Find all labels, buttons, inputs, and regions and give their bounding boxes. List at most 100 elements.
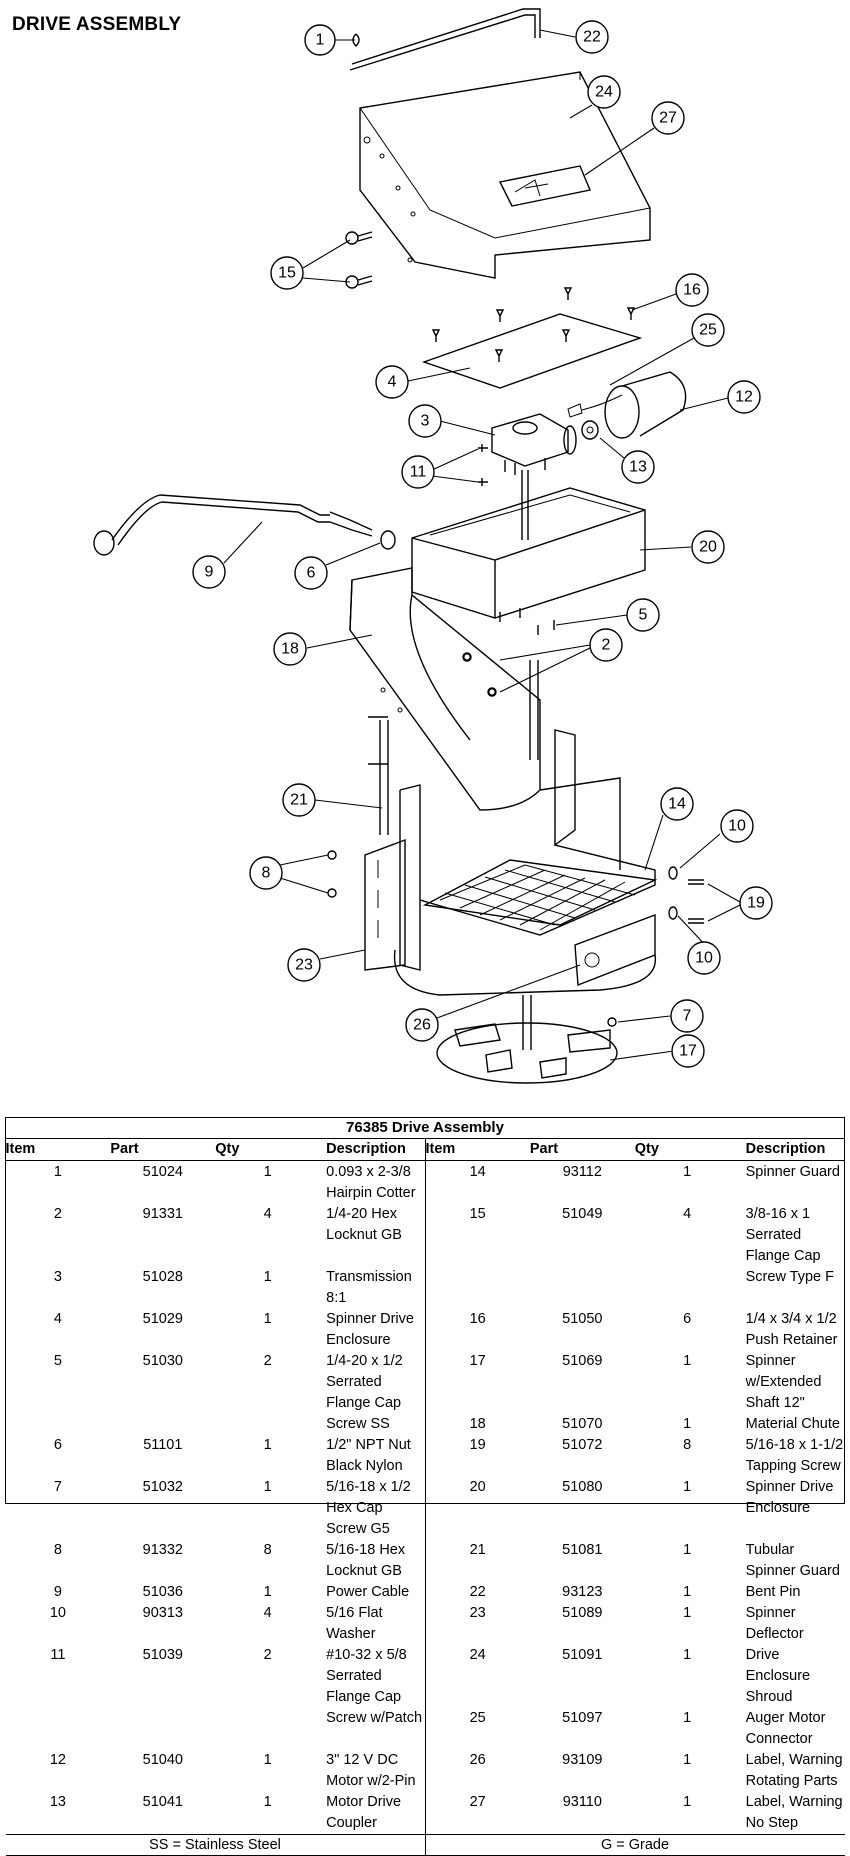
qty-cell: 8 (683, 1437, 692, 1453)
desc-cell: 5/16 Flat Washer (326, 1605, 383, 1642)
part-cell: 51091 (562, 1647, 603, 1663)
enclosure-plate-part (421, 313, 643, 389)
svg-text:21: 21 (290, 792, 308, 809)
qty-cell: 1 (263, 1311, 272, 1327)
callout-9: 9 (192, 555, 226, 589)
callout-16: 16 (675, 273, 709, 307)
transmission-part (491, 413, 599, 540)
callout-12: 12 (727, 380, 761, 414)
qty-cell: 1 (683, 1584, 692, 1600)
part-cell: 93109 (562, 1752, 603, 1768)
callout-25: 25 (691, 313, 725, 347)
table-row: Screw SS 18 51070 1 Material Chute (6, 1414, 845, 1435)
svg-text:14: 14 (668, 796, 686, 813)
svg-text:8: 8 (262, 865, 271, 882)
item-cell: 1 (53, 1164, 62, 1180)
callout-10-top: 10 (720, 809, 754, 843)
callout-4: 4 (375, 365, 409, 399)
power-cable-part (93, 494, 373, 556)
desc-cell: Spinner Drive Enclosure (745, 1479, 834, 1516)
desc-cell: 1/4 x 3/4 x 1/2 Push Retainer (745, 1311, 838, 1348)
table-footer-row: SS = Stainless Steel G = Grade (5, 1834, 845, 1856)
qty-cell: 1 (263, 1269, 272, 1285)
qty-cell: 1 (683, 1164, 692, 1180)
part-cell: 51040 (142, 1752, 183, 1768)
part-cell: 51032 (142, 1479, 183, 1495)
qty-cell: 1 (683, 1752, 692, 1768)
qty-cell: 4 (263, 1206, 272, 1222)
material-chute-part (349, 567, 541, 811)
item-cell: 7 (53, 1479, 62, 1495)
part-cell: 93123 (562, 1584, 603, 1600)
header-part: Part (110, 1138, 216, 1161)
svg-text:9: 9 (205, 564, 214, 581)
desc-cell: Label, Warning Rotating Parts (745, 1752, 843, 1789)
item-cell: 17 (424, 1351, 530, 1414)
item-cell: 18 (424, 1414, 530, 1435)
callout-6: 6 (294, 556, 328, 590)
screws-11-part (478, 444, 488, 486)
svg-text:23: 23 (295, 957, 313, 974)
spinner-part (436, 995, 618, 1084)
header-item: Item (424, 1138, 530, 1161)
svg-text:25: 25 (699, 322, 717, 339)
callout-15: 15 (270, 256, 304, 290)
desc-cell: Power Cable (326, 1584, 410, 1600)
table-row: 13 51041 1 Motor Drive Coupler 27 93110 … (6, 1792, 845, 1835)
table-row: 1 51024 1 0.093 x 2-3/8 Hairpin Cotter 1… (6, 1160, 845, 1204)
svg-text:20: 20 (699, 539, 717, 556)
header-part: Part (529, 1138, 635, 1161)
header-description: Description (320, 1138, 425, 1161)
desc-cell-continued: Screw SS (326, 1416, 390, 1432)
desc-cell: 1/4-20 Hex Locknut GB (326, 1206, 402, 1243)
desc-cell-continued: Screw w/Patch (326, 1710, 423, 1726)
callout-22: 22 (575, 20, 609, 54)
desc-cell: Auger Motor Connector (745, 1710, 826, 1747)
qty-cell: 1 (683, 1479, 692, 1495)
svg-text:2: 2 (602, 637, 611, 654)
qty-cell: 1 (263, 1479, 272, 1495)
svg-text:24: 24 (595, 84, 613, 101)
callout-26: 26 (405, 1008, 439, 1042)
item-cell: 27 (424, 1792, 530, 1835)
flange-screws-part (345, 231, 373, 289)
part-cell: 51041 (142, 1794, 183, 1810)
part-cell: 51070 (562, 1416, 603, 1432)
svg-text:5: 5 (639, 607, 648, 624)
svg-text:18: 18 (281, 641, 299, 658)
page-title: DRIVE ASSEMBLY (12, 14, 182, 35)
callout-17: 17 (671, 1034, 705, 1068)
footer-note-grade: G = Grade (424, 1834, 845, 1856)
svg-text:22: 22 (583, 29, 601, 46)
table-row: 11 51039 2 #10-32 x 5/8 Serrated Flange … (6, 1645, 845, 1708)
svg-text:17: 17 (679, 1043, 697, 1060)
table-caption: 76385 Drive Assembly (5, 1117, 845, 1139)
part-cell: 51069 (562, 1353, 603, 1369)
desc-cell: 3" 12 V DC Motor w/2-Pin (326, 1752, 416, 1789)
table-row: 4 51029 1 Spinner Drive Enclosure 16 510… (6, 1309, 845, 1351)
desc-cell: Spinner Deflector (745, 1605, 804, 1642)
shroud-part (359, 71, 651, 279)
item-cell: 2 (53, 1206, 62, 1222)
desc-cell: Tubular Spinner Guard (745, 1542, 840, 1579)
item-cell: 14 (424, 1160, 530, 1204)
svg-text:15: 15 (278, 265, 296, 282)
part-cell: 51030 (142, 1353, 183, 1369)
svg-text:13: 13 (629, 459, 647, 476)
qty-cell: 1 (683, 1710, 692, 1726)
part-cell: 51028 (142, 1269, 183, 1285)
svg-text:4: 4 (388, 374, 397, 391)
part-cell: 51029 (142, 1311, 183, 1327)
qty-cell: 6 (683, 1311, 692, 1327)
item-cell: 19 (424, 1435, 530, 1477)
callout-10-bottom: 10 (687, 941, 721, 975)
item-cell: 4 (53, 1311, 62, 1327)
empty-cell (215, 1414, 320, 1435)
header-item: Item (5, 1138, 111, 1161)
desc-cell: Material Chute (745, 1416, 840, 1432)
callout-7: 7 (670, 999, 704, 1033)
push-retainers-part (431, 287, 636, 362)
table-row: 3 51028 1 Transmission 8:1 Screw Type F (6, 1267, 845, 1309)
table-row: 2 91331 4 1/4-20 Hex Locknut GB 15 51049… (6, 1204, 845, 1267)
table-row: Screw w/Patch 25 51097 1 Auger Motor Con… (6, 1708, 845, 1750)
